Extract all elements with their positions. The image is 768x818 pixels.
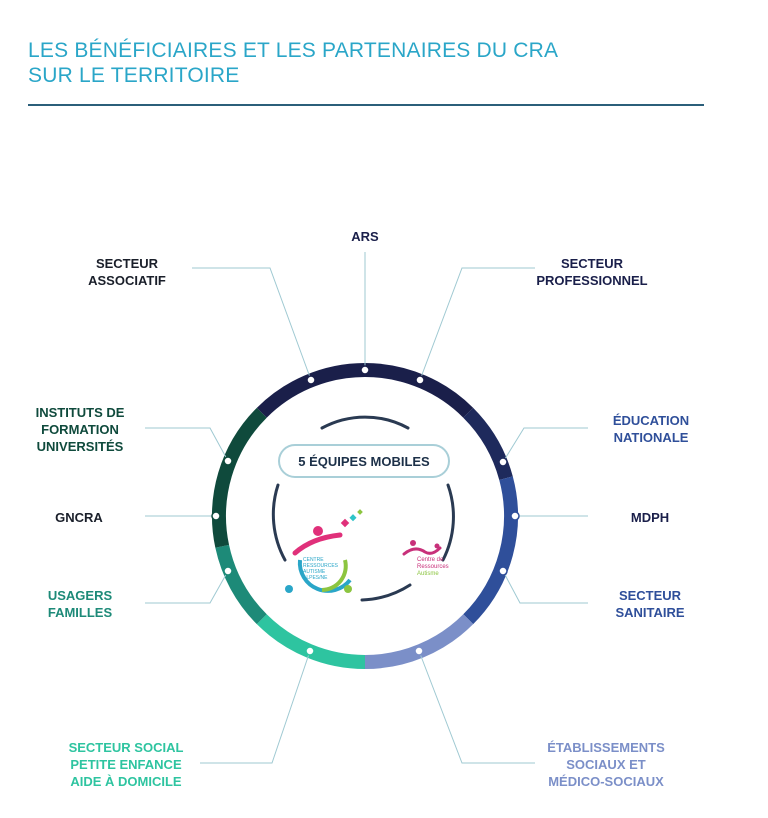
- label-secteur-sanitaire-line-2: SANITAIRE: [615, 605, 685, 620]
- connector-etablissements: [418, 650, 535, 764]
- dot-mdph: [510, 511, 520, 521]
- cra-alpes-logo-line-1: CENTRE: [303, 557, 324, 563]
- title-line-1: LES BÉNÉFICIAIRES ET LES PARTENAIRES DU …: [28, 39, 559, 62]
- label-secteur-sanitaire: SECTEUR SANITAIRE: [600, 587, 700, 621]
- ring-segment: [463, 476, 518, 625]
- ring-segment: [256, 614, 366, 669]
- dot-gncra: [211, 511, 221, 521]
- inner-arc-left: [271, 483, 287, 562]
- dot-secteur-sanitaire: [498, 566, 508, 576]
- ring-segment: [215, 544, 267, 625]
- cra-right-logo-line-3: Autisme: [417, 571, 439, 577]
- label-etablissements-line-2: SOCIAUX ET: [566, 757, 646, 772]
- connector-secteur-social: [200, 650, 311, 764]
- page-title: LES BÉNÉFICIAIRES ET LES PARTENAIRES DU …: [28, 38, 558, 88]
- connector-secteur-professionnel: [419, 267, 535, 381]
- outer-ring: [212, 363, 518, 669]
- label-ars-line-1: ARS: [351, 229, 379, 244]
- connector-secteur-associatif: [192, 267, 312, 381]
- connector-usagers-familles: [145, 570, 229, 604]
- ring-dots: [211, 365, 520, 656]
- label-secteur-social-line-3: AIDE À DOMICILE: [70, 774, 182, 789]
- title-line-2: SUR LE TERRITOIRE: [28, 64, 240, 87]
- label-secteur-professionnel-line-1: SECTEUR: [560, 256, 624, 271]
- label-mdph-line-1: MDPH: [630, 510, 670, 525]
- label-instituts-line-2: FORMATION: [41, 422, 119, 437]
- label-secteur-sanitaire-line-1: SECTEUR: [618, 588, 682, 603]
- connector-instituts: [145, 427, 229, 462]
- label-education-nationale-line-1: ÉDUCATION: [612, 413, 690, 428]
- dot-instituts: [223, 456, 233, 466]
- cra-right-logo-line-1: Centre de: [417, 557, 444, 563]
- ring-segment: [463, 407, 513, 481]
- label-usagers-familles-line-2: FAMILLES: [47, 605, 113, 620]
- center-pill-mobile-teams: 5 ÉQUIPES MOBILES: [278, 444, 450, 478]
- inner-arc-right: [441, 483, 455, 562]
- cra-right-logo: [402, 540, 442, 556]
- connector-lines: [145, 252, 588, 764]
- label-etablissements: ÉTABLISSEMENTS SOCIAUX ET MÉDICO-SOCIAUX: [536, 739, 676, 790]
- cra-alpes-logo-line-2: RESSOURCES: [303, 563, 339, 569]
- ring-segment: [212, 407, 267, 548]
- label-education-nationale-line-2: NATIONALE: [613, 430, 689, 445]
- dot-secteur-professionnel: [415, 375, 425, 385]
- inner-arc-top: [320, 415, 410, 430]
- cra-alpes-logo-text: CENTRE RESSOURCES AUTISME ALPES/NE: [303, 557, 338, 581]
- title-divider: [28, 104, 704, 106]
- dot-secteur-associatif: [306, 375, 316, 385]
- inner-arcs: [271, 415, 455, 602]
- label-instituts-line-3: UNIVERSITÉS: [36, 439, 124, 454]
- dot-ars: [360, 365, 370, 375]
- label-secteur-professionnel-line-2: PROFESSIONNEL: [536, 273, 648, 288]
- label-secteur-associatif-line-2: ASSOCIATIF: [88, 273, 166, 288]
- label-education-nationale: ÉDUCATION NATIONALE: [596, 412, 706, 446]
- label-secteur-associatif: SECTEUR ASSOCIATIF: [72, 255, 182, 289]
- label-instituts-line-1: INSTITUTS DE: [35, 405, 125, 420]
- label-ars: ARS: [335, 228, 395, 245]
- label-secteur-professionnel: SECTEUR PROFESSIONNEL: [530, 255, 654, 289]
- label-usagers-familles-line-1: USAGERS: [47, 588, 113, 603]
- dot-education-nationale: [498, 457, 508, 467]
- label-gncra-line-1: GNCRA: [55, 510, 103, 525]
- label-secteur-social-line-1: SECTEUR SOCIAL: [68, 740, 184, 755]
- label-mdph: MDPH: [620, 509, 680, 526]
- cra-right-logo-line-2: Ressources: [417, 564, 449, 570]
- cra-alpes-logo-line-4: ALPES/NE: [303, 575, 328, 581]
- connector-secteur-sanitaire: [502, 570, 588, 604]
- dot-etablissements: [414, 646, 424, 656]
- dot-secteur-social: [305, 646, 315, 656]
- dot-usagers-familles: [223, 566, 233, 576]
- ring-segment: [256, 363, 474, 418]
- label-gncra: GNCRA: [44, 509, 114, 526]
- ring-segment: [364, 614, 474, 669]
- label-secteur-social: SECTEUR SOCIAL PETITE ENFANCE AIDE À DOM…: [56, 739, 196, 790]
- label-usagers-familles: USAGERS FAMILLES: [30, 587, 130, 621]
- label-instituts: INSTITUTS DE FORMATION UNIVERSITÉS: [20, 404, 140, 455]
- label-secteur-social-line-2: PETITE ENFANCE: [70, 757, 182, 772]
- label-etablissements-line-1: ÉTABLISSEMENTS: [547, 740, 665, 755]
- cra-right-logo-text: Centre de Ressources Autisme: [417, 557, 449, 578]
- cra-alpes-logo-line-3: AUTISME: [303, 569, 326, 575]
- inner-arc-bottom: [360, 583, 412, 602]
- connector-education-nationale: [502, 427, 588, 463]
- label-etablissements-line-3: MÉDICO-SOCIAUX: [548, 774, 664, 789]
- label-secteur-associatif-line-1: SECTEUR: [95, 256, 159, 271]
- cra-alpes-logo: [285, 509, 363, 593]
